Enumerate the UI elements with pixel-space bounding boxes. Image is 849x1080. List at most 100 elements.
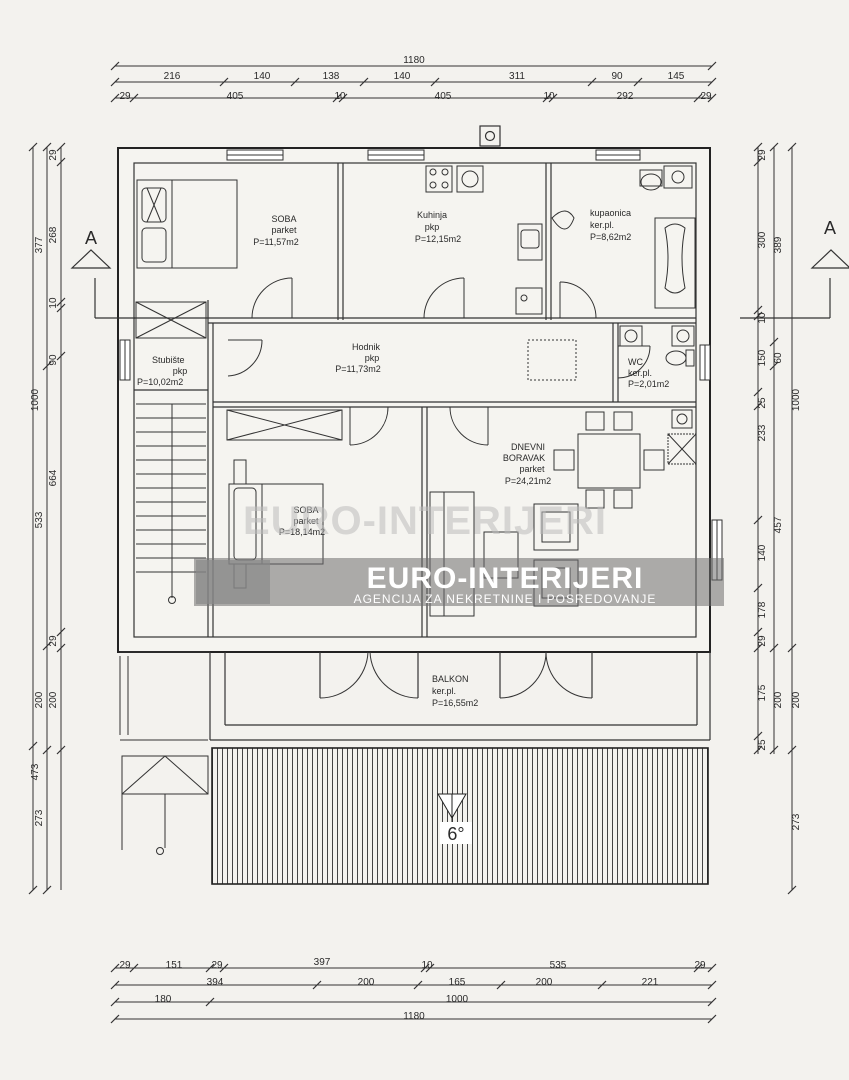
dim-label: 90 [611,71,623,82]
fireplace-icon [667,433,697,465]
dim-label: 535 [550,960,567,971]
dim-label: 29 [119,960,131,971]
dim-label: 138 [323,71,340,82]
watermark-subtitle: AGENCIJA ZA NEKRETNINE I POSREDOVANJE [354,592,657,606]
dim-label: 1000 [30,388,41,411]
room-floor: ker.pl. [628,368,652,378]
room-area: P=11,73m2 [335,364,381,374]
washer-icon [456,165,484,193]
room-floor: ker.pl. [432,686,456,696]
dim-label: 140 [254,71,271,82]
dim-label: 25 [757,397,768,409]
dim-label: 457 [773,516,784,533]
room-area: P=8,62m2 [590,232,631,242]
dim-label: 533 [34,511,45,528]
bathtub-icon [654,217,696,309]
dim-label: 29 [757,149,768,161]
dim-label: 473 [30,763,41,780]
right-dimensions [753,142,797,895]
dim-label: 29 [48,635,59,647]
room-area: P=24,21m2 [505,476,551,486]
room-name: BALKON [432,674,469,684]
dim-label: 1000 [446,994,469,1005]
room-area: P=11,57m2 [253,237,299,247]
dim-label: 29 [119,91,131,102]
section-marker-right [740,249,849,319]
room-floor: pkp [425,222,440,232]
room-floor: pkp [173,366,188,376]
room-name: SOBA [293,505,318,515]
bottom-dimension-labels: 29 151 29 397 10 535 29 394 200 165 200 … [119,957,706,1022]
dim-label: 90 [48,354,59,366]
dim-label: 233 [757,424,768,441]
watermark-title: EURO-INTERIJERI [367,562,644,595]
dim-label: 664 [48,469,59,486]
dim-label: 200 [773,691,784,708]
furniture [136,165,697,617]
dim-label: 200 [48,691,59,708]
dim-label: 405 [435,91,452,102]
room-floor: parket [519,464,545,474]
dim-label: 10 [421,960,433,971]
dim-label: 10 [334,91,346,102]
room-name: BORAVAK [503,453,545,463]
dim-label: 389 [773,236,784,253]
room-area: P=16,55m2 [432,698,478,708]
room-floor: pkp [365,353,380,363]
dim-label: 273 [34,809,45,826]
roof-slope: 6° [447,824,464,844]
toilet-icon [639,169,663,187]
dim-label: 200 [536,977,553,988]
dim-label: 200 [791,691,802,708]
room-name: DNEVNI [511,442,545,452]
dim-label: 292 [617,91,634,102]
dim-label: 221 [642,977,659,988]
dim-label: 60 [773,352,784,364]
dim-label: 29 [694,960,706,971]
top-dimension-labels: 1180 216 140 138 140 311 90 145 29 405 1… [119,55,712,102]
left-dimensions [28,142,66,895]
armchair [533,503,579,551]
watermark-ghost: EURO-INTERIJERI [243,499,607,543]
staircase [119,301,209,855]
basin-icon [551,210,575,230]
dim-label: 29 [211,960,223,971]
balcony [120,651,711,741]
room-name: kupaonica [590,208,631,218]
watermark: EURO-INTERIJERI EURO-INTERIJERI AGENCIJA… [194,499,724,606]
dim-label: 216 [164,71,181,82]
room-area: P=2,01m2 [628,379,669,389]
dim-label: 311 [509,71,525,82]
roof: 6° [211,747,709,885]
room-labels: SOBA parket P=11,57m2 Kuhinja pkp P=12,1… [137,208,669,708]
room-name: SOBA [271,214,296,224]
dim-label: 150 [757,349,768,366]
dim-label: 268 [48,226,59,243]
dim-label: 300 [757,231,768,248]
left-dimension-labels: 1000 473 377 533 200 273 29 268 10 90 66… [30,149,59,826]
room-area: P=10,02m2 [137,377,183,387]
stove-icon [425,165,453,193]
dim-label: 165 [449,977,466,988]
dim-label: 140 [757,544,768,561]
dining-table [577,433,641,489]
section-label-right: A [824,218,836,238]
section-label-left: A [85,228,97,248]
room-name: Kuhinja [417,210,447,220]
dim-label: 151 [166,960,183,971]
dim-label: 1180 [403,1011,425,1022]
dim-label: 1180 [403,55,425,66]
dim-label: 1000 [791,388,802,411]
wardrobe [226,409,343,441]
dim-label: 377 [34,236,45,253]
sofa [429,491,475,617]
dim-label: 394 [207,977,224,988]
dim-label: 140 [394,71,411,82]
dim-label: 178 [757,601,768,618]
room-area: P=18,14m2 [279,527,325,537]
right-dimension-labels: 29 300 10 150 25 233 140 178 29 175 25 3… [757,149,802,830]
sink-icon [517,223,543,261]
room-floor: parket [271,225,297,235]
room-name: Hodnik [352,342,381,352]
